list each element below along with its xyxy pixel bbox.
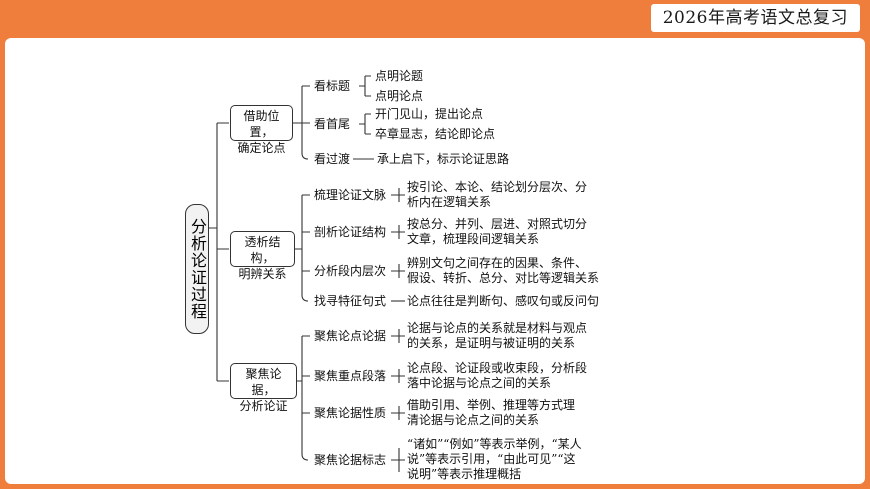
leaf-text: 按引论、本论、结论划分层次、分 xyxy=(407,180,588,194)
header-title: 2026年高考语文总复习 xyxy=(650,4,860,32)
item-label: 剖析论证结构 xyxy=(314,225,387,239)
root-node: 分析论证过程 xyxy=(185,204,209,334)
root-label: 分析论证过程 xyxy=(188,218,207,320)
branch-label-line2: 确定论点 xyxy=(237,141,286,155)
item-label: 找寻特征句式 xyxy=(314,294,387,308)
leaf-text: 说明”等表示推理概括 xyxy=(407,467,522,481)
leaf-text: 落中论据与论点之间的关系 xyxy=(407,376,552,390)
leaf-text: 文章，梳理段间逻辑关系 xyxy=(407,232,540,246)
item-label: 分析段内层次 xyxy=(314,264,387,278)
leaf-text: 假设、转折、总分、对比等逻辑关系 xyxy=(407,271,600,285)
branch-label-line2: 分析论证 xyxy=(239,399,288,413)
item-label: 聚焦论据性质 xyxy=(314,406,387,420)
branch-label-line1: 借助位置， xyxy=(243,109,280,139)
leaf-text: 析内在逻辑关系 xyxy=(407,195,492,209)
leaf-text: 论点往往是判断句、感叹句或反问句 xyxy=(407,294,600,308)
leaf-text: 点明论点 xyxy=(375,89,424,103)
branch-label-line1: 聚焦论据， xyxy=(245,367,282,397)
leaf-text: “诸如”“例如”等表示举例，“某人 xyxy=(407,437,582,451)
leaf-text: 说”等表示引用，“由此可见”“这 xyxy=(407,452,576,466)
item-label: 聚焦论点论据 xyxy=(314,329,387,343)
item-label: 看首尾 xyxy=(314,117,351,131)
leaf-text: 开门见山，提出论点 xyxy=(375,107,484,121)
leaf-text: 卒章显志，结论即论点 xyxy=(375,127,496,141)
leaf-text: 按总分、并列、层进、对照式切分 xyxy=(407,217,588,231)
leaf-text: 辨别文句之间存在的因果、条件、 xyxy=(407,256,588,270)
leaf-text: 清论据与论点之间的关系 xyxy=(407,413,540,427)
leaf-text: 论据与论点的关系就是材料与观点 xyxy=(407,321,588,335)
item-label: 梳理论证文脉 xyxy=(314,188,387,202)
branch-node-structure: 透析结构， 明辨关系 xyxy=(230,231,295,281)
item-label: 聚焦论据标志 xyxy=(314,453,387,467)
item-label: 看过渡 xyxy=(314,152,351,166)
leaf-text: 承上启下，标示论证思路 xyxy=(377,152,510,166)
leaf-text: 借助引用、举例、推理等方式理 xyxy=(407,398,576,412)
branch-node-evidence: 聚焦论据， 分析论证 xyxy=(230,363,297,413)
leaf-text: 的关系，是证明与被证明的关系 xyxy=(407,336,576,350)
item-label: 看标题 xyxy=(314,79,351,93)
connector-lines xyxy=(204,75,405,472)
branch-label-line2: 明辨关系 xyxy=(238,267,287,281)
leaf-text: 论点段、论证段或收束段，分析段 xyxy=(407,361,588,375)
leaf-text: 点明论题 xyxy=(375,69,424,83)
diagram-canvas: 分析论证过程 借助位置， 确定论点 看标题 点明论题 点明论点 看首尾 开门见山… xyxy=(5,38,865,484)
branch-node-position: 借助位置， 确定论点 xyxy=(230,105,293,155)
branch-label-line1: 透析结构， xyxy=(244,235,281,265)
item-label: 聚焦重点段落 xyxy=(314,369,387,383)
